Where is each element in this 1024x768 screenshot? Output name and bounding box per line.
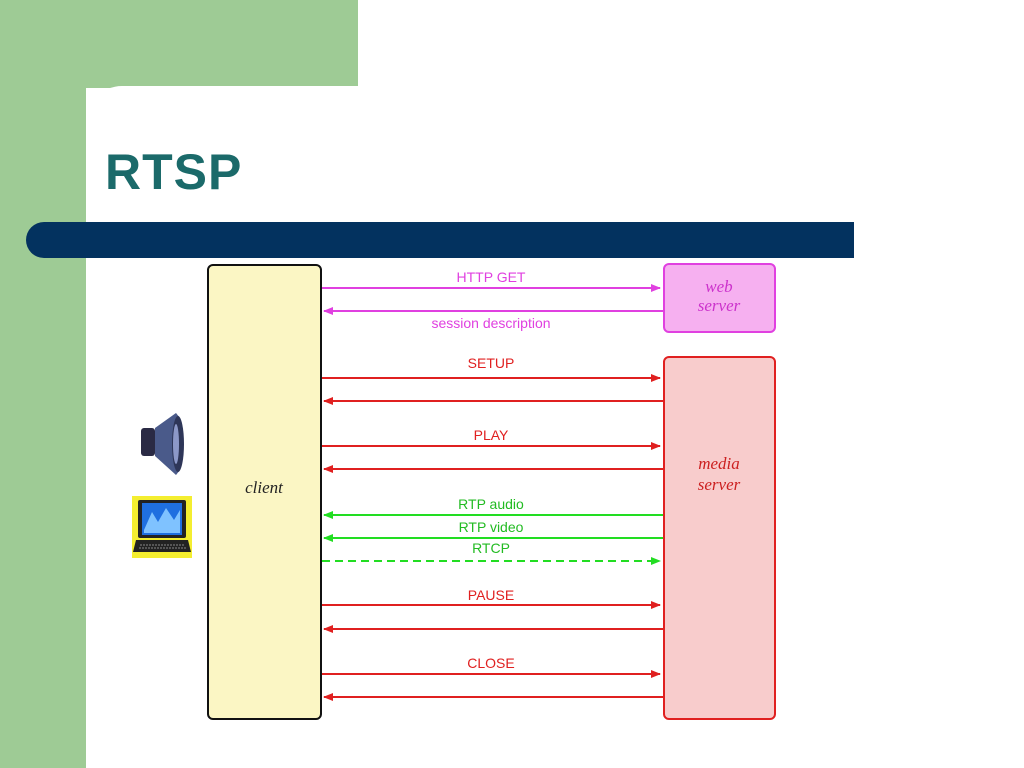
- client-label: client: [245, 478, 284, 497]
- media-server-box: media server: [663, 356, 776, 720]
- client-box: client: [207, 264, 322, 720]
- web-server-label-line1: web: [705, 277, 732, 296]
- pause-label: PAUSE: [468, 587, 514, 603]
- rtp-video-label: RTP video: [459, 519, 524, 535]
- setup-label: SETUP: [468, 355, 515, 371]
- close-label: CLOSE: [467, 655, 514, 671]
- title-underline-bar: [26, 222, 854, 258]
- rtsp-sequence-diagram: client web server media server HTTP GET …: [132, 263, 776, 720]
- media-server-label-line2: server: [698, 475, 741, 494]
- monitor-icon: [132, 496, 192, 558]
- background-green-left: [0, 0, 86, 768]
- web-server-box: web server: [663, 263, 776, 333]
- rtcp-label: RTCP: [472, 540, 510, 556]
- slide-title: RTSP: [105, 144, 243, 200]
- web-server-label-line2: server: [698, 296, 741, 315]
- play-label: PLAY: [474, 427, 509, 443]
- speaker-icon: [141, 413, 184, 475]
- rtp-audio-label: RTP audio: [458, 496, 524, 512]
- session-description-label: session description: [431, 315, 550, 331]
- media-server-label-line1: media: [698, 454, 740, 473]
- http-get-label: HTTP GET: [457, 269, 526, 285]
